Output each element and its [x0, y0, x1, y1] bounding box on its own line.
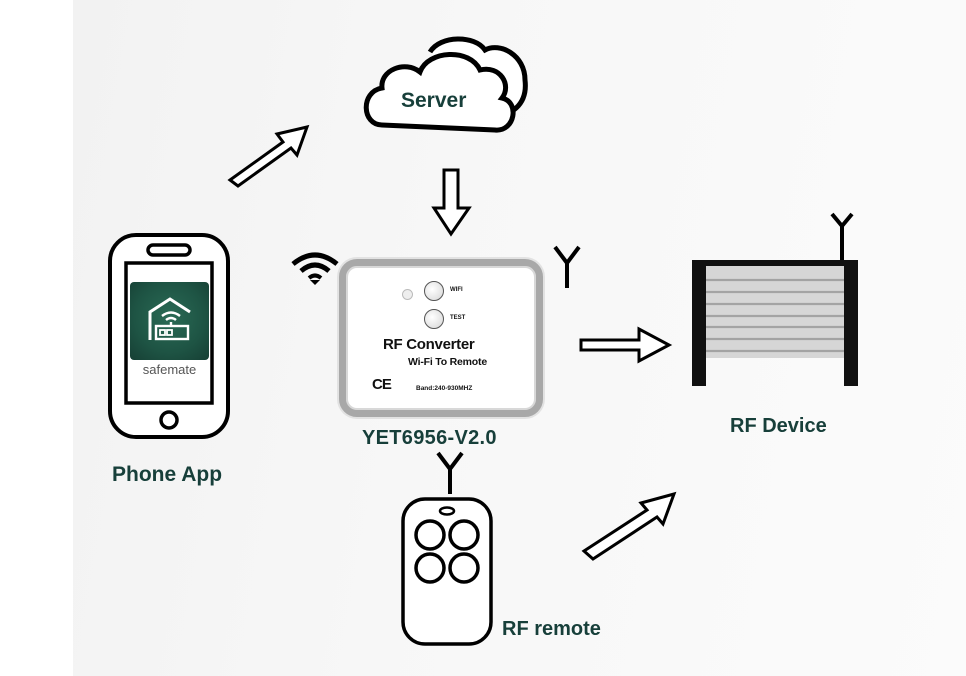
phone-app-label: Phone App — [112, 463, 223, 486]
app-name: safemate — [142, 362, 197, 377]
converter-subtitle: Wi-Fi To Remote — [408, 356, 487, 368]
remote-control-icon — [401, 497, 493, 646]
arrow-down-icon — [431, 168, 472, 237]
test-button[interactable] — [424, 309, 444, 329]
converter-model-label: YET6956-V2.0 — [362, 427, 497, 449]
converter-product-name: RF Converter — [383, 336, 475, 353]
band-info: Band:240-930MHZ — [416, 385, 473, 392]
arrow-up-right-icon — [227, 124, 310, 188]
ce-mark: CE — [372, 376, 392, 393]
wifi-button[interactable] — [424, 281, 444, 301]
cloud-icon — [363, 36, 528, 133]
rf-device-label: RF Device — [730, 415, 827, 437]
antenna-icon — [553, 245, 581, 288]
test-button-label: TEST — [450, 315, 466, 321]
smart-home-icon — [148, 297, 191, 341]
wifi-icon — [291, 252, 339, 285]
arrow-right-icon — [579, 326, 673, 364]
antenna-icon — [436, 451, 464, 494]
arrow-up-right-icon — [581, 491, 677, 561]
roller-shutter-icon — [692, 212, 858, 386]
rf-converter-device: WIFI TEST RF Converter Wi-Fi To Remote C… — [339, 259, 543, 417]
wifi-button-label: WIFI — [450, 287, 463, 293]
rf-remote-label: RF remote — [502, 618, 601, 640]
status-led — [402, 289, 413, 300]
server-label: Server — [401, 89, 467, 112]
app-icon[interactable] — [130, 282, 209, 360]
